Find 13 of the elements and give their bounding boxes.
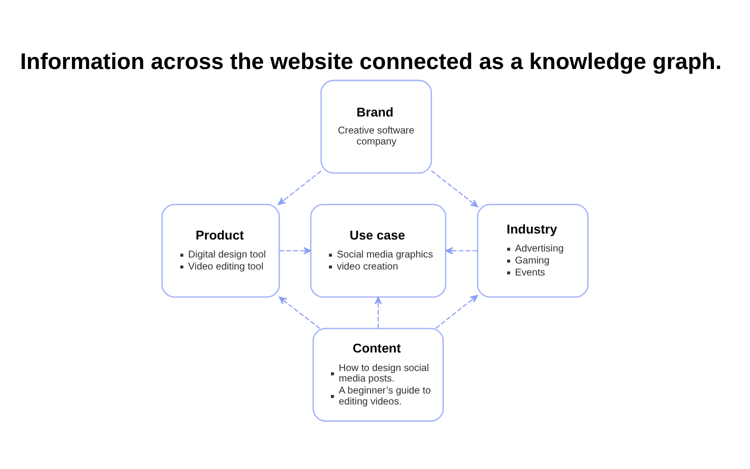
arrow [445,247,478,254]
node-box: Use case Social media graphics video creation [310,204,446,298]
arrow [431,170,478,208]
node-box: Content How to design social media posts. A beginner’s guide to editing videos. [312,328,444,422]
node-box: Product Digital design tool Video editing tool [161,204,280,298]
diagram-title: Information across the website connected as a knowledge graph. [20,49,722,74]
arrow [278,296,320,329]
node-box: Brand Creative software company [320,80,432,174]
arrow [435,294,478,329]
node-box: Industry Advertising Gaming Events [477,204,589,298]
arrow [279,247,312,254]
arrow [374,296,382,328]
arrow [278,170,322,205]
